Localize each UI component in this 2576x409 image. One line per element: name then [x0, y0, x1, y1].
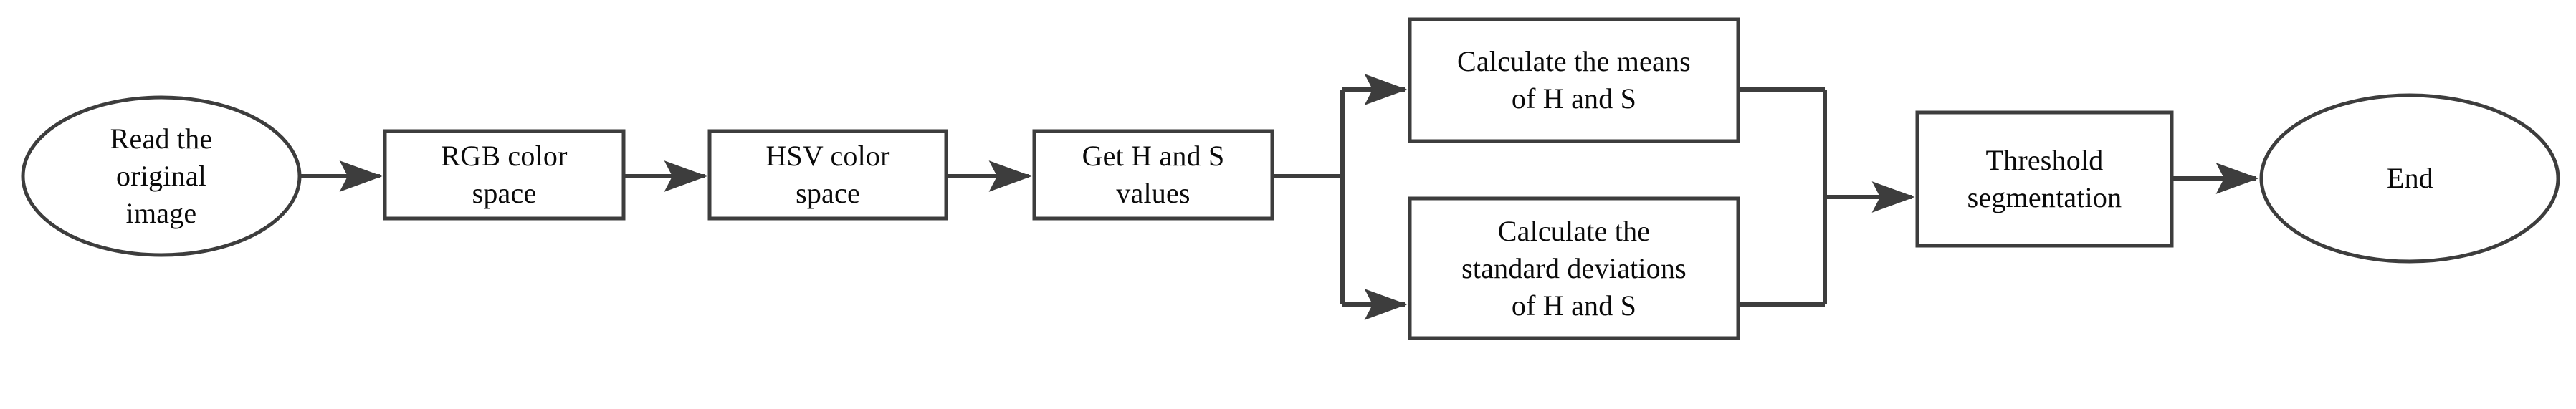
node-means-shape — [1408, 17, 1740, 143]
node-end-shape — [2259, 93, 2560, 264]
node-threshold-shape — [1915, 110, 2174, 248]
node-rgb-shape — [383, 129, 626, 221]
node-stddev-shape — [1408, 196, 1740, 340]
node-get-hs-shape — [1032, 129, 1274, 221]
node-start-shape — [21, 95, 302, 257]
node-hsv-shape — [707, 129, 948, 221]
